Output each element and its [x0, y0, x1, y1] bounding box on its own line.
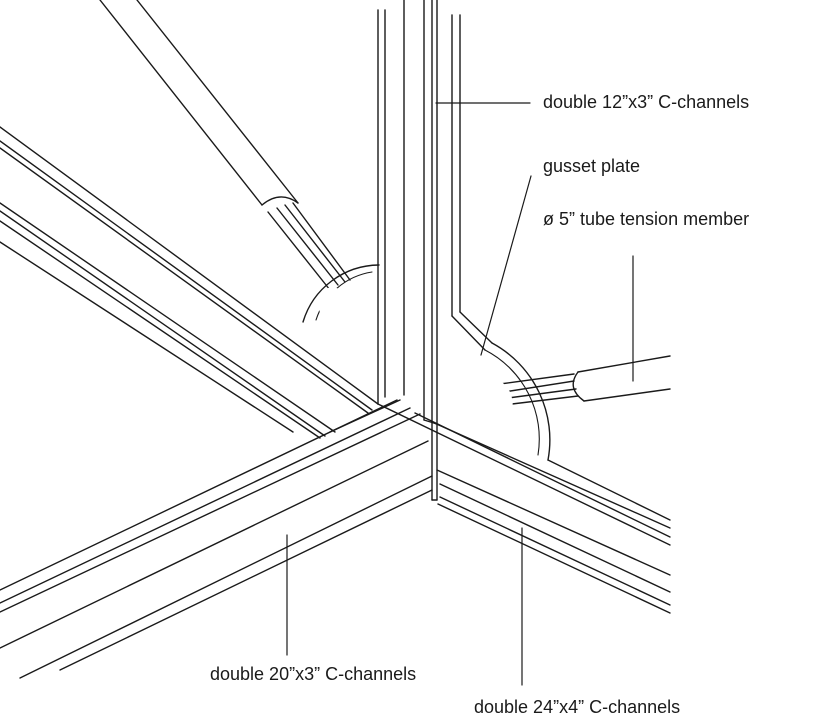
lower-left-beam-20x3: [0, 399, 433, 679]
upper-left-beam: [0, 126, 379, 439]
label-tube-member: ø 5” tube tension member: [543, 209, 750, 229]
vertical-column-12x3: [377, 0, 461, 501]
right-tube-member: [481, 355, 671, 421]
left-gusset-plate: [302, 264, 380, 323]
right-gusset-plate: [451, 311, 551, 461]
leader-lines: [286, 102, 634, 686]
right-beam-24x4: [377, 403, 671, 614]
label-20x3-channels: double 20”x3” C-channels: [210, 664, 417, 684]
leader-gusset: [480, 175, 532, 356]
label-24x4-channels: double 24”x4” C-channels: [474, 697, 681, 717]
label-gusset-plate: gusset plate: [543, 156, 641, 176]
left-tube-member: [99, 0, 356, 331]
label-vertical-channels: double 12”x3” C-channels: [543, 92, 750, 112]
